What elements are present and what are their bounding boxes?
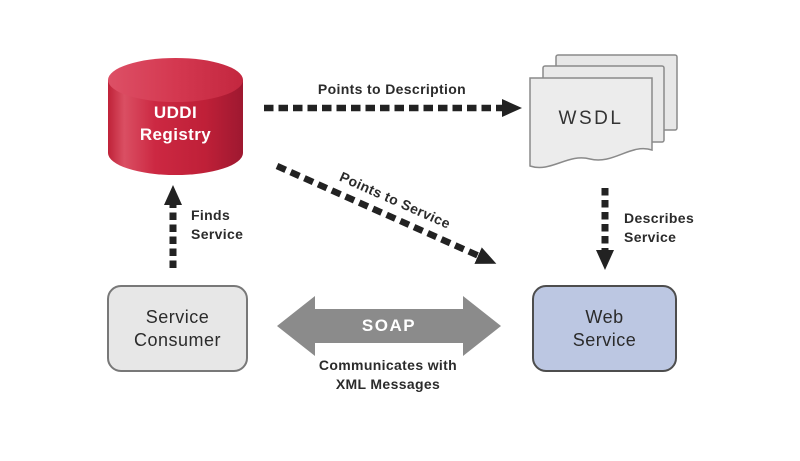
wsdl-document-stack bbox=[529, 54, 678, 169]
uddi-registry-cylinder bbox=[108, 58, 243, 175]
points-to-service-arrow bbox=[275, 163, 497, 264]
cylinder-lid bbox=[108, 58, 243, 102]
points-to-description-label: Points to Description bbox=[317, 81, 467, 97]
wsdl-page-front bbox=[529, 77, 653, 169]
soap-label: SOAP bbox=[361, 316, 417, 335]
service-consumer-label: Service Consumer bbox=[133, 306, 222, 350]
web-service-node: Web Service bbox=[532, 285, 677, 372]
soap-sublabel: Communicates with XML Messages bbox=[318, 357, 458, 392]
web-service-label: Web Service bbox=[572, 306, 637, 350]
soap-double-arrow bbox=[277, 296, 501, 356]
uddi-registry-label: UDDI Registry bbox=[139, 103, 212, 144]
describes-service-label: Describes Service bbox=[624, 210, 695, 245]
cylinder-body bbox=[108, 80, 243, 175]
finds-service-label: Finds Service bbox=[191, 207, 244, 242]
service-consumer-node: Service Consumer bbox=[107, 285, 248, 372]
wsdl-label: WSDL bbox=[558, 108, 624, 129]
